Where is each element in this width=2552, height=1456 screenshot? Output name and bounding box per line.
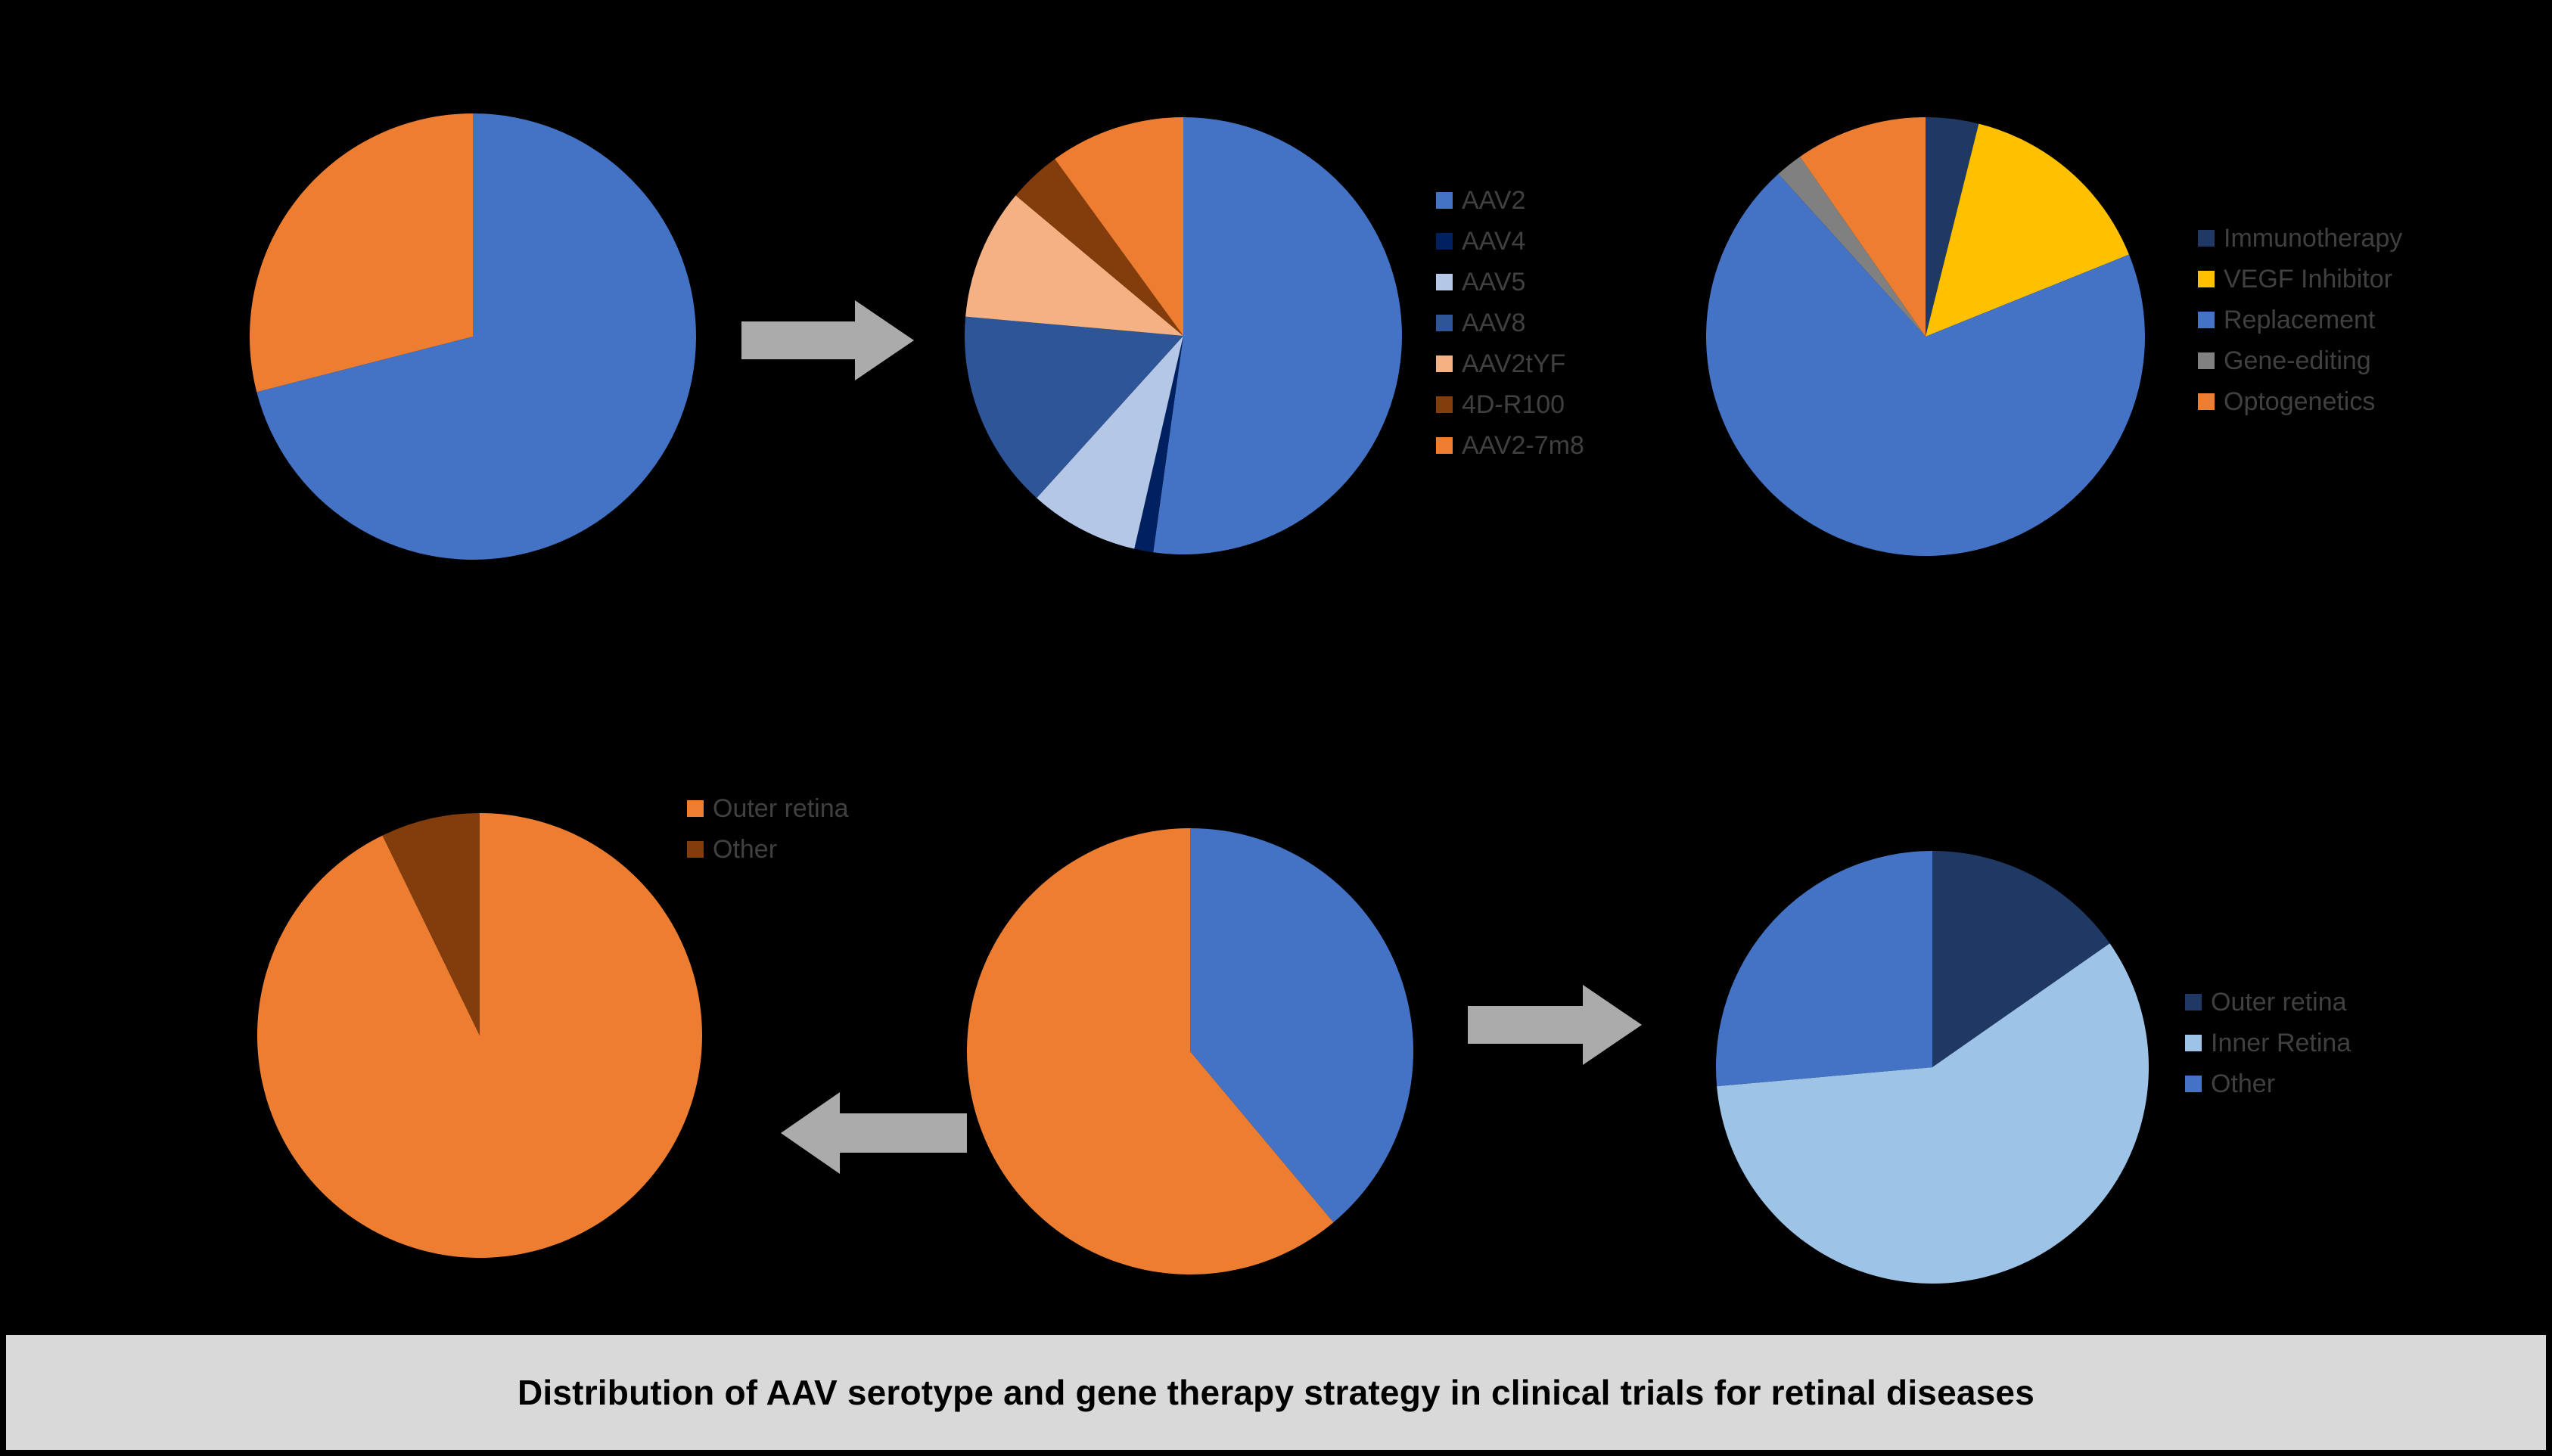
legend-item[interactable]: Other [2185, 1071, 2351, 1097]
pie-slice[interactable] [967, 828, 1334, 1274]
legend-item-label: Optogenetics [2224, 387, 2376, 416]
pie-aav-vs-other-target [967, 828, 1413, 1274]
pie-slice[interactable] [1706, 173, 2145, 556]
pie-therapy-strategy [1706, 117, 2145, 556]
legend-swatch-icon [2185, 1076, 2202, 1092]
legend-item[interactable]: AAV4 [1436, 228, 1584, 254]
pie-svg [1706, 117, 2145, 556]
pie-slice[interactable] [382, 813, 480, 1035]
pie-svg [250, 113, 696, 560]
legend-item[interactable]: Outer retina [2185, 989, 2351, 1015]
pie-slice[interactable] [1716, 851, 1932, 1087]
pie-slice[interactable] [1055, 117, 1183, 336]
legend-swatch-icon [2198, 230, 2215, 247]
pie-retinal-layer [1716, 851, 2149, 1284]
arrow-pie1-to-pie2 [741, 299, 915, 382]
legend-item-label: Outer retina [2211, 988, 2347, 1017]
legend-item[interactable]: Immunotherapy [2198, 225, 2402, 251]
legend-swatch-icon [2198, 271, 2215, 287]
legend-swatch-icon [2185, 994, 2202, 1011]
pie-slice[interactable] [250, 113, 473, 393]
legend-swatch-icon [2198, 393, 2215, 410]
legend-swatch-icon [1436, 274, 1453, 290]
pie-aav-vs-nonaav [250, 113, 696, 560]
legend-item[interactable]: 4D-R100 [1436, 392, 1584, 418]
pie-slice[interactable] [1134, 336, 1183, 553]
legend-swatch-icon [1436, 233, 1453, 250]
legend-swatch-icon [1436, 396, 1453, 413]
pie-slice[interactable] [1799, 117, 1926, 337]
pie-slice[interactable] [965, 195, 1183, 336]
pie-slice[interactable] [1037, 336, 1183, 549]
pie-slice[interactable] [1926, 123, 2129, 337]
legend-item-label: Outer retina [713, 794, 849, 823]
pie-aav-serotype [965, 117, 1402, 554]
legend-item-label: AAV2 [1462, 186, 1526, 215]
legend-swatch-icon [1436, 355, 1453, 372]
legend-item[interactable]: AAV2 [1436, 188, 1584, 213]
legend-item[interactable]: Outer retina [687, 796, 849, 821]
legend-item-label: AAV8 [1462, 309, 1526, 337]
pie-slice[interactable] [1926, 117, 1979, 337]
legend-item[interactable]: Other [687, 837, 849, 862]
legend-item-label: Immunotherapy [2224, 224, 2403, 253]
pie-non-aav-target [257, 813, 702, 1258]
legend-item-label: Other [713, 835, 778, 864]
legend-item-label: Gene-editing [2224, 346, 2371, 375]
arrow-pie5-to-pie4 [779, 1091, 967, 1175]
pie-slice[interactable] [1778, 157, 1926, 337]
legend-item[interactable]: Inner Retina [2185, 1030, 2351, 1056]
legend-item-label: VEGF Inhibitor [2224, 265, 2392, 293]
legend-item[interactable]: Replacement [2198, 307, 2402, 333]
caption-text: Distribution of AAV serotype and gene th… [518, 1373, 2034, 1412]
legend-swatch-icon [1436, 192, 1453, 209]
caption-bar: Distribution of AAV serotype and gene th… [6, 1335, 2546, 1450]
legend-item[interactable]: AAV8 [1436, 310, 1584, 336]
legend-item[interactable]: AAV5 [1436, 269, 1584, 295]
legend-item-label: Replacement [2224, 306, 2376, 334]
pie-slice[interactable] [1153, 117, 1402, 554]
legend-item-label: Inner Retina [2211, 1029, 2352, 1057]
pie-svg [965, 117, 1402, 554]
legend-swatch-icon [1436, 315, 1453, 331]
pie-slice[interactable] [1932, 851, 2110, 1067]
legend-swatch-icon [1436, 437, 1453, 454]
legend-item-label: AAV4 [1462, 227, 1526, 256]
legend-item[interactable]: Gene-editing [2198, 348, 2402, 374]
pie-svg [257, 813, 702, 1258]
legend-item[interactable]: AAV2tYF [1436, 351, 1584, 377]
pie-svg [1716, 851, 2149, 1284]
legend-swatch-icon [2198, 312, 2215, 328]
legend-item[interactable]: Optogenetics [2198, 389, 2402, 414]
legend-item-label: AAV2-7m8 [1462, 431, 1584, 460]
legend-swatch-icon [687, 800, 704, 817]
legend-item-label: Other [2211, 1069, 2276, 1098]
legend-item-label: 4D-R100 [1462, 390, 1565, 419]
arrow-pie5-to-pie6 [1468, 983, 1643, 1066]
pie-slice[interactable] [1015, 159, 1183, 336]
legend-item[interactable]: VEGF Inhibitor [2198, 266, 2402, 292]
legend-swatch-icon [2198, 352, 2215, 369]
legend-item[interactable]: AAV2-7m8 [1436, 433, 1584, 458]
legend-swatch-icon [687, 841, 704, 858]
pie-slice[interactable] [965, 316, 1183, 498]
legend-swatch-icon [2185, 1035, 2202, 1051]
pie-svg [967, 828, 1413, 1274]
legend-item-label: AAV2tYF [1462, 349, 1566, 378]
legend-item-label: AAV5 [1462, 268, 1526, 296]
pie-slice[interactable] [1190, 828, 1413, 1223]
pie-slice[interactable] [1717, 943, 2149, 1284]
pie-slice[interactable] [256, 113, 696, 560]
